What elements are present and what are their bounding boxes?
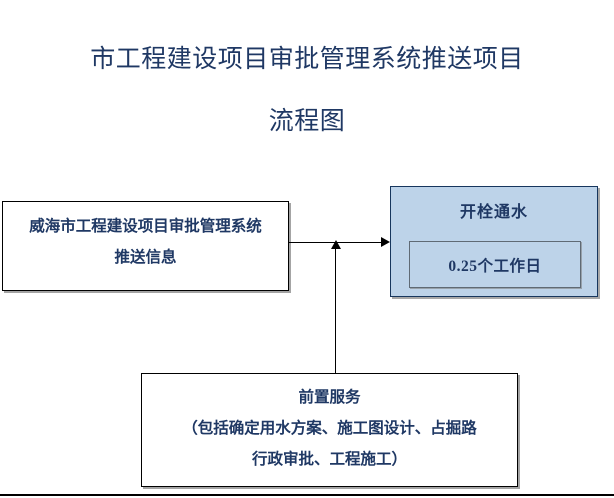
node-preservice-line-3: 行政审批、工程施工）	[251, 451, 407, 468]
node-source-system[interactable]: 威海市工程建设项目审批管理系统 推送信息	[2, 201, 289, 291]
page-title-line-1: 市工程建设项目审批管理系统推送项目	[90, 46, 524, 73]
node-process-title: 开栓通水	[459, 204, 528, 221]
arrow-up-icon	[331, 240, 341, 249]
node-process-duration-text: 0.25个工作日	[448, 257, 542, 275]
arrow-right-icon	[381, 237, 390, 247]
node-source-line-2: 推送信息	[114, 249, 177, 266]
node-process-duration-box: 0.25个工作日	[409, 241, 581, 288]
page-title-line-2: 流程图	[268, 108, 346, 135]
node-preservice[interactable]: 前置服务 （包括确定用水方案、施工图设计、占掘路 行政审批、工程施工）	[141, 373, 518, 487]
node-preservice-line-1: 前置服务	[298, 389, 361, 406]
page-bottom-rule	[0, 494, 614, 496]
node-source-line-1: 威海市工程建设项目审批管理系统	[29, 218, 262, 235]
node-process-water-connection[interactable]: 开栓通水 0.25个工作日	[390, 186, 598, 297]
node-preservice-line-2: （包括确定用水方案、施工图设计、占掘路	[182, 420, 477, 437]
connector-preservice-to-flow-line	[335, 248, 336, 373]
